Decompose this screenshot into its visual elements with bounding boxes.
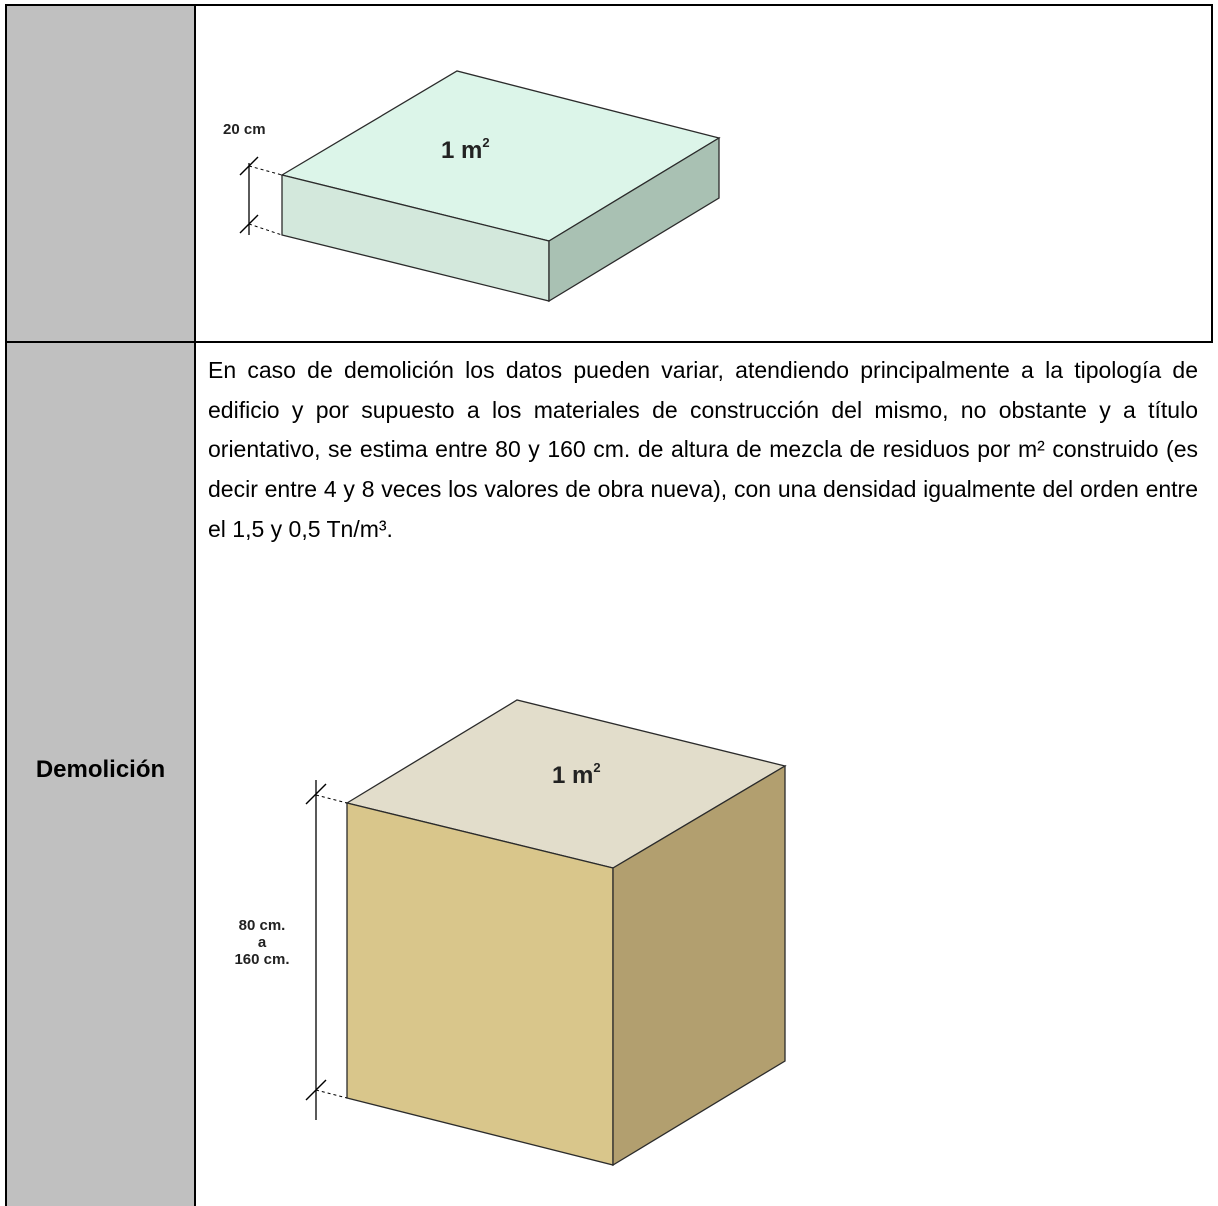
demolition-description: En caso de demolición los datos pueden v… [208, 351, 1198, 550]
slab-side-face [548, 136, 720, 303]
table-right-border [1211, 4, 1213, 343]
slab-diagram: 20 cm 1 m2 [223, 70, 721, 303]
extension-line-top [248, 165, 283, 176]
row-divider [5, 341, 1213, 343]
label-cell-row-2 [7, 343, 194, 1206]
cube-side-face [612, 764, 786, 1167]
slab-area-label: 1 m2 [441, 135, 490, 164]
tick-mark-bottom [305, 1079, 327, 1101]
paragraph-text: En caso de demolición los datos pueden v… [208, 357, 1198, 542]
cube-area-label: 1 m2 [552, 760, 601, 789]
table-left-border [5, 4, 7, 1206]
extension-line-bottom [315, 1089, 348, 1099]
tick-mark-top [305, 783, 327, 805]
row-label-demolicion: Demolición [35, 756, 166, 783]
tick-mark-top [239, 156, 259, 176]
slab-height-label: 20 cm [223, 121, 266, 138]
cube-diagram: 80 cm. a 160 cm. 1 m2 [234, 699, 787, 1167]
extension-line-top [315, 794, 348, 804]
extension-line-bottom [248, 223, 283, 236]
column-divider [194, 4, 196, 1206]
cube-height-label-line2: a [258, 934, 267, 951]
label-cell-row-1 [7, 6, 194, 341]
cube-height-label-line1: 80 cm. [239, 917, 286, 934]
table-top-border [5, 4, 1213, 6]
cube-height-label-line3: 160 cm. [234, 951, 289, 968]
tick-mark-bottom [239, 214, 259, 234]
